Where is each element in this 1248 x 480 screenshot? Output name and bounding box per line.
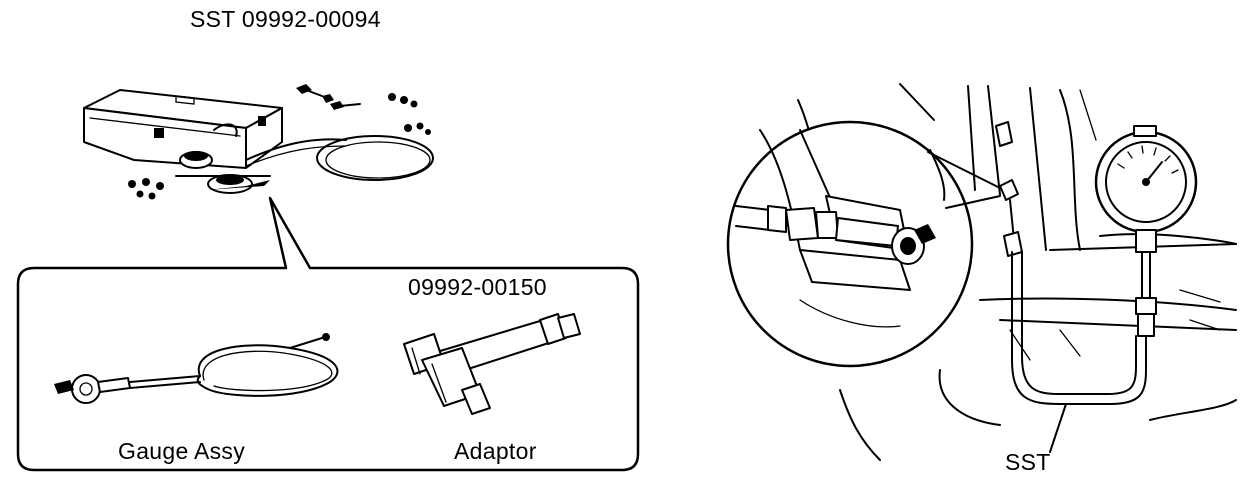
inset-frame bbox=[16, 196, 640, 472]
adaptor-label: Adaptor bbox=[454, 438, 537, 464]
sst-kit-parts bbox=[128, 84, 434, 200]
adaptor-drawing bbox=[403, 313, 581, 415]
engine-background-lines bbox=[797, 83, 1237, 461]
gauge-assy-label: Gauge Assy bbox=[118, 438, 246, 464]
sst-hose bbox=[1011, 251, 1147, 453]
gauge-assy-drawing bbox=[54, 333, 339, 404]
kit-title-label: SST 09992-00094 bbox=[190, 6, 381, 32]
magnified-detail-circle bbox=[726, 120, 1001, 368]
sst-callout-label: SST bbox=[1005, 449, 1051, 475]
pressure-gauge-drawing bbox=[1094, 125, 1198, 337]
inset-part-number-label: 09992-00150 bbox=[408, 274, 547, 300]
